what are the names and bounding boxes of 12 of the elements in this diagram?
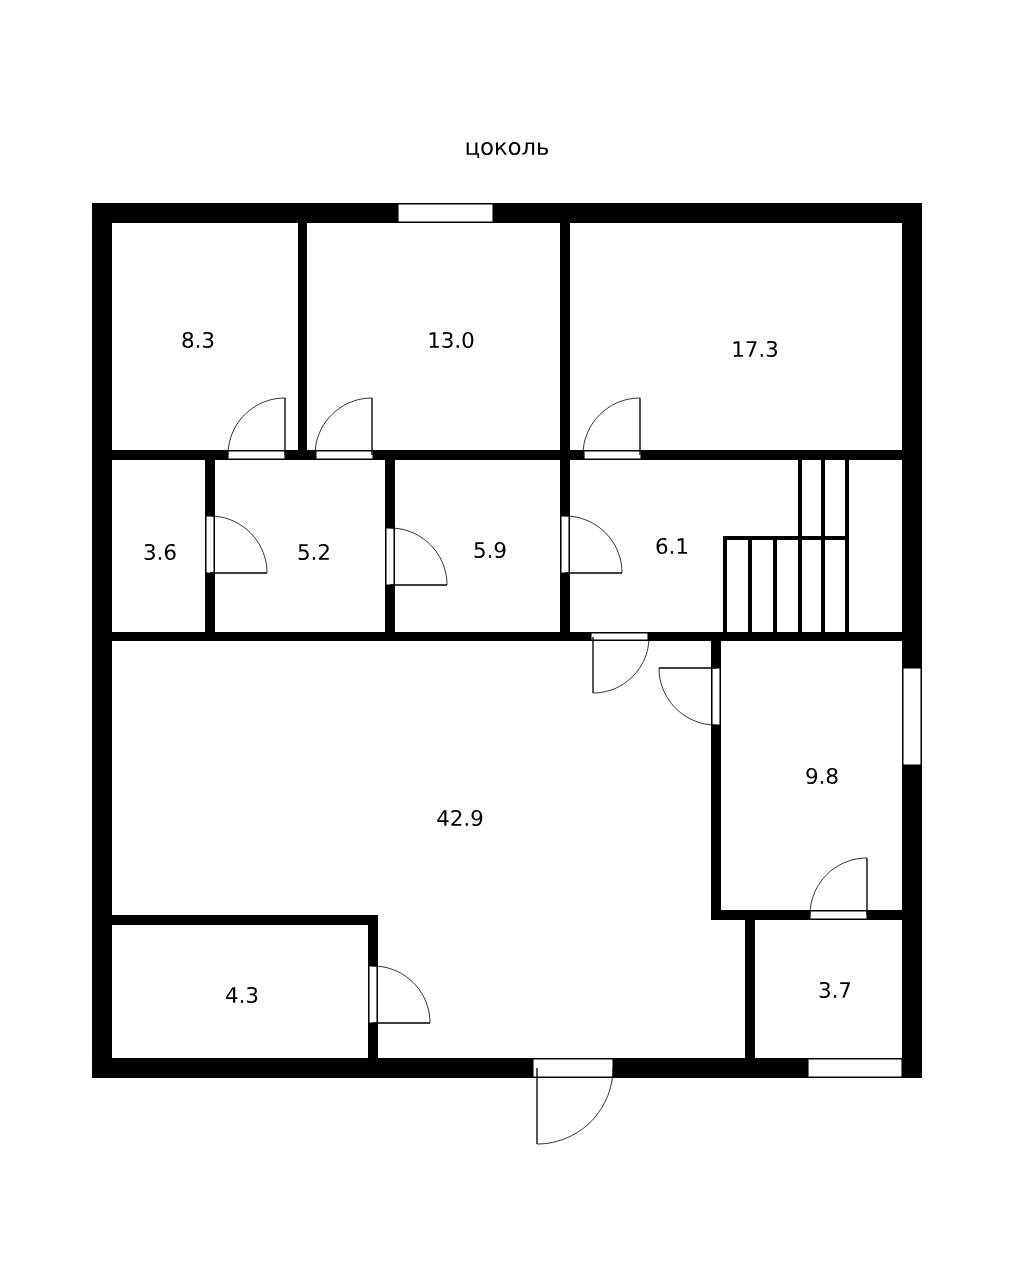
room-area-label: 17.3	[733, 340, 778, 358]
plan-title: цоколь	[466, 142, 549, 158]
room-area-label: 13.0	[429, 331, 474, 349]
room-area-label: 3.7	[819, 981, 851, 999]
room-area-label: 5.2	[298, 543, 329, 561]
room-area-label: 8.3	[182, 331, 214, 349]
room-area-label: 5.9	[474, 541, 506, 559]
room-area-label: 6.1	[656, 537, 687, 555]
room-area-label: 4.3	[226, 986, 258, 1004]
room-area-label: 42.9	[437, 809, 483, 827]
room-area-label: 9.8	[806, 767, 838, 785]
room-area-label: 3.6	[144, 543, 176, 561]
